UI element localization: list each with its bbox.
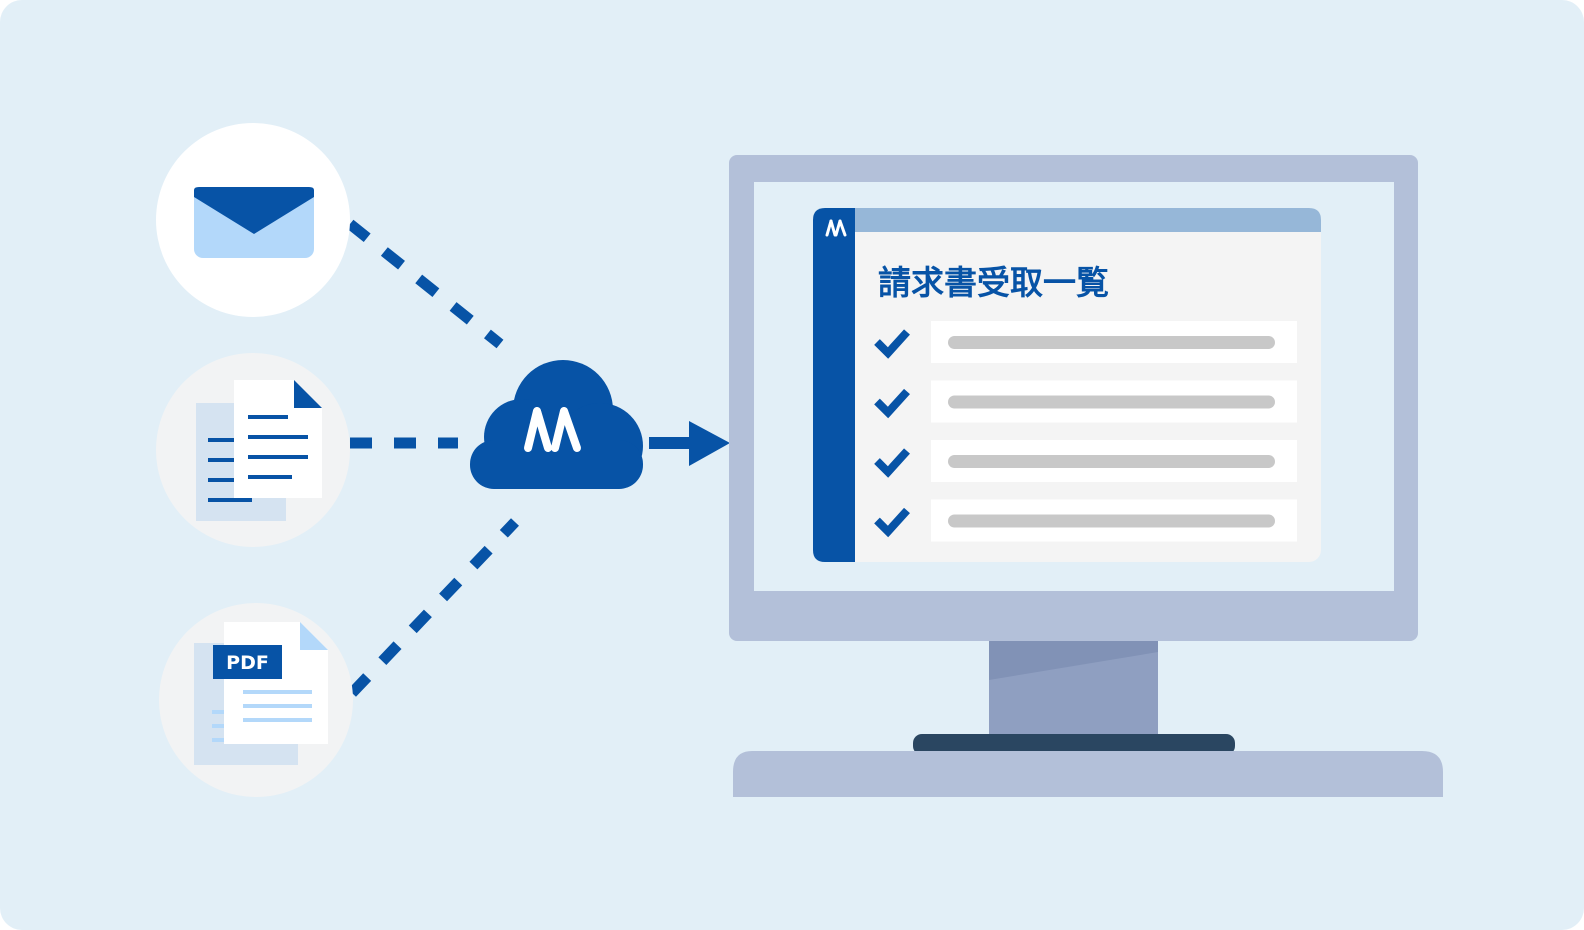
- pdf-document-icon: PDF: [194, 622, 328, 765]
- checkmark-icon: [874, 448, 910, 478]
- arrow-right-icon: [649, 421, 730, 466]
- invoice-row-placeholder-bar: [948, 336, 1275, 349]
- window-title: 請求書受取一覧: [878, 263, 1109, 302]
- paper-documents-icon: [196, 380, 322, 521]
- invoice-row-placeholder-bar: [948, 455, 1275, 468]
- connector-email-to-cloud: [346, 219, 504, 349]
- email-source: [156, 123, 350, 317]
- checkmark-icon: [874, 388, 910, 419]
- window-sidebar: [813, 208, 855, 562]
- app-window: 請求書受取一覧: [813, 208, 1321, 562]
- computer-monitor-icon: 請求書受取一覧: [729, 155, 1443, 797]
- pdf-source: PDF: [159, 603, 353, 797]
- invoice-row-list: [874, 321, 1297, 542]
- monitor-base-dark: [913, 734, 1235, 755]
- invoice-row-placeholder-bar: [948, 395, 1275, 409]
- monitor-stand-shade: [989, 641, 1158, 680]
- invoice-row-placeholder-bar: [948, 514, 1275, 528]
- envelope-icon: [194, 187, 314, 258]
- invoice-row: [874, 440, 1297, 482]
- invoice-row: [874, 380, 1297, 423]
- window-header: [825, 208, 1321, 232]
- window-brand-mark: [825, 219, 847, 237]
- checkmark-icon: [874, 329, 910, 359]
- cloud-logo-icon: [470, 360, 643, 489]
- cloud-brand-mark: [524, 407, 581, 452]
- invoice-row: [874, 321, 1297, 363]
- paper-source: [156, 353, 350, 547]
- connector-pdf-to-cloud: [348, 518, 519, 697]
- invoice-row: [874, 499, 1297, 542]
- checkmark-icon: [874, 507, 910, 538]
- dotted-connectors: [346, 219, 519, 697]
- monitor-base: [733, 751, 1443, 797]
- pdf-label: PDF: [226, 652, 269, 674]
- pdf-label-badge: [213, 645, 282, 679]
